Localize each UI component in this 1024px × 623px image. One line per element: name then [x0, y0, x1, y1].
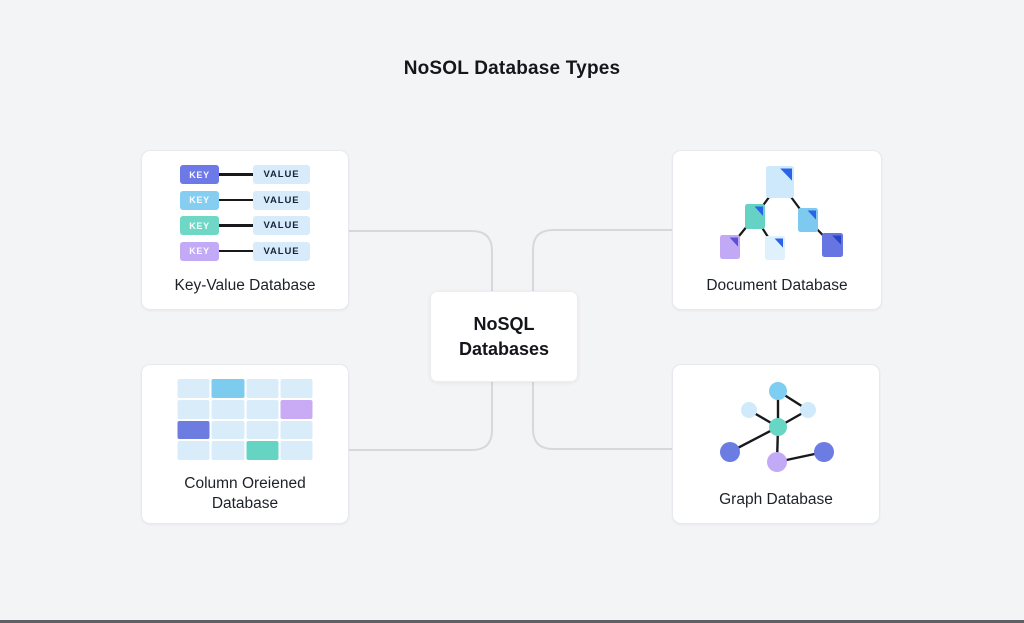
- card-graph-database: Graph Database: [672, 364, 880, 524]
- key-chip: KEY: [180, 241, 219, 261]
- grid-cell: [211, 399, 244, 419]
- key-value-link-line: [219, 198, 253, 202]
- grid-cell: [246, 399, 279, 419]
- grid-cell: [177, 379, 210, 398]
- grid-cell: [280, 399, 313, 419]
- doc-leaf-light-fold-corner: [774, 238, 783, 248]
- grid-cell: [177, 399, 210, 419]
- value-chip: VALUE: [253, 190, 310, 210]
- value-chip: VALUE: [253, 165, 310, 184]
- card-column-oriented-database: Column Oreiened Database: [141, 364, 349, 524]
- graph-node-indigo-left: [720, 442, 740, 462]
- key-value-rows: KEY VALUE KEY VALUE KEY VALUE KEY VALUE: [180, 165, 310, 261]
- document-tree-icon: [720, 166, 843, 260]
- center-node-line2: Databases: [458, 338, 550, 359]
- card-label-column-line2: Database: [211, 495, 279, 512]
- doc-child-sky-fold-corner: [807, 210, 816, 220]
- card-key-value-database: KEY VALUE KEY VALUE KEY VALUE KEY VALUE Key-Val…: [141, 150, 349, 310]
- graph-node-teal-center: [769, 418, 787, 436]
- value-chip: VALUE: [253, 216, 310, 235]
- card-label-key-value: Key-Value Database: [174, 277, 316, 294]
- doc-root-fold-corner: [780, 168, 792, 181]
- grid-cell: [280, 441, 313, 460]
- grid-cell: [177, 441, 210, 460]
- value-chip: VALUE: [253, 241, 310, 261]
- graph-network-icon: [720, 382, 834, 472]
- key-value-link-line: [219, 224, 253, 227]
- key-value-row: KEY VALUE: [180, 216, 310, 235]
- doc-leaf-lavender-fold-corner: [729, 237, 738, 247]
- key-chip: KEY: [180, 190, 219, 210]
- key-chip: KEY: [180, 216, 219, 235]
- page-title: NoSOL Database Types: [403, 58, 621, 79]
- grid-cell: [280, 379, 313, 398]
- grid-cell: [246, 379, 279, 398]
- bottom-edge-bar: [0, 620, 1024, 623]
- card-document-database: Document Database: [672, 150, 882, 310]
- grid-cell: [211, 420, 244, 440]
- column-grid-icon: [177, 379, 313, 460]
- key-value-row: KEY VALUE: [180, 190, 310, 210]
- key-value-link-line: [219, 173, 253, 176]
- graph-node-lavender: [767, 452, 787, 472]
- grid-cell: [246, 441, 279, 460]
- card-label-column: Column Oreiened Database: [142, 474, 348, 514]
- key-value-row: KEY VALUE: [180, 241, 310, 261]
- graph-node-sky-top: [769, 382, 787, 400]
- doc-child-teal-fold-corner: [754, 206, 763, 216]
- card-label-document: Document Database: [706, 277, 848, 294]
- key-value-row: KEY VALUE: [180, 165, 310, 184]
- center-node-nosql-databases: NoSQL Databases: [430, 291, 578, 382]
- key-value-link-line: [219, 249, 253, 253]
- grid-cell: [246, 420, 279, 440]
- graph-node-light-left: [741, 402, 757, 418]
- card-label-graph: Graph Database: [719, 491, 833, 508]
- card-label-column-line1: Column Oreiened: [184, 475, 306, 492]
- graph-node-light-right: [800, 402, 816, 418]
- graph-node-indigo-right: [814, 442, 834, 462]
- center-node-line1: NoSQL: [473, 313, 535, 334]
- grid-cell: [177, 420, 210, 440]
- grid-cell: [280, 420, 313, 440]
- grid-cell: [211, 441, 244, 460]
- key-chip: KEY: [180, 165, 219, 184]
- grid-cell: [211, 379, 244, 398]
